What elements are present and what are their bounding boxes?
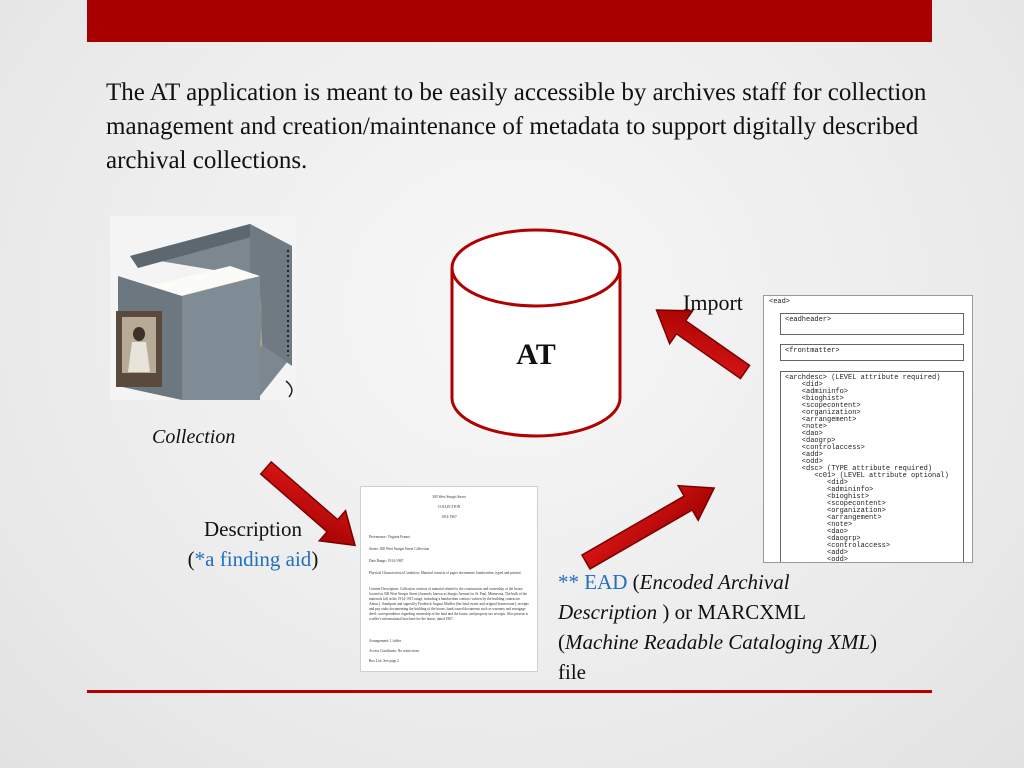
finding-aid-series: Series: 300 West Sturgis Street Collecti… (369, 547, 430, 551)
ead-link[interactable]: EAD (584, 570, 628, 594)
collection-caption: Collection (152, 426, 236, 448)
ead-caption-p1: ( (627, 570, 640, 594)
top-accent-bar (87, 0, 932, 42)
archdesc-box: <archdesc> (LEVEL attribute required) <d… (780, 371, 964, 563)
eadheader-tag: <eadheader> (785, 316, 832, 324)
finding-aid-title: 300 West Sturgis Street (432, 495, 466, 499)
ead-caption-p2: ) or MARCXML ( (558, 600, 806, 654)
collection-to-finding-aid-arrow (259, 460, 357, 547)
finding-aid-provenance: Provenance: Virginia Fenaoi (369, 535, 410, 539)
description-title: Description (204, 517, 302, 541)
finding-aid-box-list: Box List: See page 2 (369, 659, 399, 663)
finding-aid-content: Content Description: Collection consists… (369, 587, 529, 621)
ead-structure-document: <ead> <eadheader> <frontmatter> <archdes… (763, 295, 973, 563)
finding-aid-to-ead-arrow (580, 484, 716, 570)
eadheader-box: <eadheader> (780, 313, 964, 335)
archdesc-tags: <archdesc> (LEVEL attribute required) <d… (785, 374, 949, 563)
finding-aid-access: Access Conditions: No restrictions (369, 649, 420, 653)
finding-aid-subtitle: COLLECTION (437, 505, 461, 509)
finding-aid-date-range: Date Range: 1914-1967 (369, 559, 404, 563)
ead-root-tag: <ead> (769, 298, 791, 306)
ead-star: ** (558, 570, 585, 594)
intro-paragraph: The AT application is meant to be easily… (106, 79, 927, 174)
finding-aid-link[interactable]: *a finding aid (194, 547, 312, 571)
ead-caption: ** EAD (Encoded Archival Description ) o… (558, 567, 888, 687)
frontmatter-box: <frontmatter> (780, 344, 964, 361)
paren-open: ( (187, 547, 195, 571)
description-label: Description (*a finding aid) (150, 514, 356, 574)
bottom-rule (87, 690, 932, 693)
paren-close: ) (311, 547, 319, 571)
finding-aid-document: 300 West Sturgis Street COLLECTION 1914-… (360, 486, 538, 672)
import-arrow (655, 309, 751, 380)
ead-caption-italic2: Machine Readable Cataloging XML (565, 630, 871, 654)
at-database-cylinder (450, 228, 622, 438)
description-subtitle: (*a finding aid) (150, 544, 356, 574)
ead-caption-p3: ) file (558, 630, 878, 684)
at-label: AT (516, 338, 556, 371)
finding-aid-arrangement: Arrangement: 1 folder (369, 639, 402, 643)
finding-aid-physical: Physical Characteristics/Condition: Mate… (369, 571, 522, 575)
frontmatter-tag: <frontmatter> (785, 347, 840, 355)
archival-box-photo (110, 216, 296, 400)
ead-caption-italic1: Encoded Archival Description (558, 570, 790, 624)
finding-aid-dates: 1914-1967 (441, 515, 457, 519)
